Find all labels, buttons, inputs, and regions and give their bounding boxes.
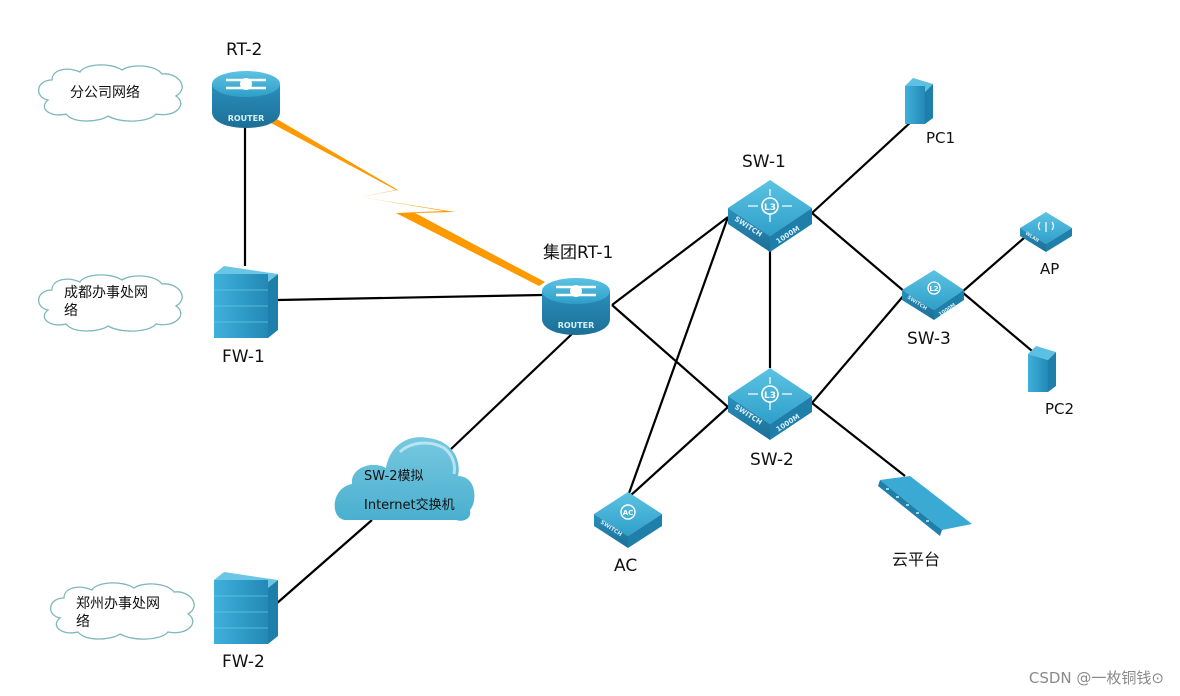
ac-badge-icon [620, 504, 636, 520]
link-sw3-pc2 [961, 291, 1039, 357]
link-sw3-ap [961, 237, 1025, 293]
rt1-label: 集团RT-1 [543, 243, 613, 263]
network-cloud-shape [50, 582, 195, 640]
cloud-zhengzhou-net: 郑州办事处网 络 [50, 582, 195, 640]
network-cloud-shape [38, 64, 183, 122]
switch-sw3[interactable]: L2 SWITCH 1000M [902, 270, 964, 320]
fw1-label: FW-1 [222, 347, 265, 367]
cloud-platform-label: 云平台 [892, 550, 940, 569]
pc2-label: PC2 [1045, 400, 1074, 418]
router-badge: ROUTER [558, 321, 595, 330]
ac-label: AC [614, 556, 637, 576]
sw3-label: SW-3 [907, 329, 951, 349]
fw2-label: FW-2 [222, 652, 265, 672]
link-sw2-cloud-platform [811, 402, 906, 477]
l2-badge-icon [927, 281, 941, 295]
firewall-fw1[interactable] [214, 266, 278, 338]
pc1-label: PC1 [926, 129, 955, 147]
server-cloud-platform[interactable] [878, 476, 972, 536]
wifi-icon [1037, 221, 1055, 232]
pc2[interactable] [1028, 346, 1056, 392]
router-rt1[interactable]: ROUTER [542, 278, 610, 335]
switch-ac[interactable]: AC SWITCH [594, 492, 662, 548]
cloud-chengdu-net: 成都办事处网 络 [38, 274, 183, 332]
zhengzhou-net-label-line2: 络 [76, 614, 90, 630]
switch-center-text: L3 [764, 391, 776, 401]
internet-label-line1: SW-2模拟 [364, 469, 424, 484]
network-cloud-shape [38, 274, 183, 332]
zhengzhou-net-label-line1: 郑州办事处网 [76, 596, 160, 612]
internet-label-line2: Internet交换机 [364, 497, 455, 513]
pc1[interactable] [905, 78, 933, 124]
link-rt1-sw1 [611, 216, 729, 306]
switch-sw2[interactable]: L3 SWITCH 1000M [728, 368, 812, 440]
wireless-ap[interactable]: WLAN [1020, 212, 1072, 252]
branch-net-label: 分公司网络 [70, 85, 140, 101]
chengdu-net-label-line2: 络 [64, 303, 78, 319]
router-rt2[interactable]: ROUTER [212, 71, 280, 128]
link-sw1-ac [626, 216, 730, 497]
link-sw2-sw3 [811, 293, 906, 404]
internet-cloud: SW-2模拟 Internet交换机 [334, 437, 475, 521]
switch-center-text: L3 [764, 203, 776, 213]
cloud-branch-net: 分公司网络 [38, 64, 183, 122]
link-rt1-internet [449, 331, 575, 451]
switch-sw1[interactable]: L3 SWITCH 1000M [728, 180, 812, 252]
link-fw1-rt1 [277, 293, 543, 302]
watermark: CSDN @一枚铜钱⊙ [1028, 669, 1164, 687]
rt2-label: RT-2 [226, 40, 262, 60]
link-rt2-rt1-wan [271, 118, 545, 286]
links [243, 118, 1039, 605]
link-sw1-sw3 [811, 212, 906, 293]
link-rt1-sw2 [611, 304, 729, 408]
internet-cloud-shape [334, 437, 475, 521]
switch-center-text: AC [623, 509, 634, 517]
firewall-fw2[interactable] [214, 572, 278, 644]
internet-cloud-highlight [398, 441, 456, 475]
sw1-label: SW-1 [742, 152, 786, 172]
chengdu-net-label-line1: 成都办事处网 [64, 285, 148, 301]
switch-center-text: L2 [929, 285, 938, 293]
router-badge: ROUTER [228, 114, 265, 123]
sw2-label: SW-2 [750, 450, 794, 470]
link-sw2-ac [629, 406, 729, 497]
ap-label: AP [1040, 260, 1059, 278]
link-sw1-pc1 [811, 120, 913, 214]
link-internet-fw2 [275, 519, 373, 605]
